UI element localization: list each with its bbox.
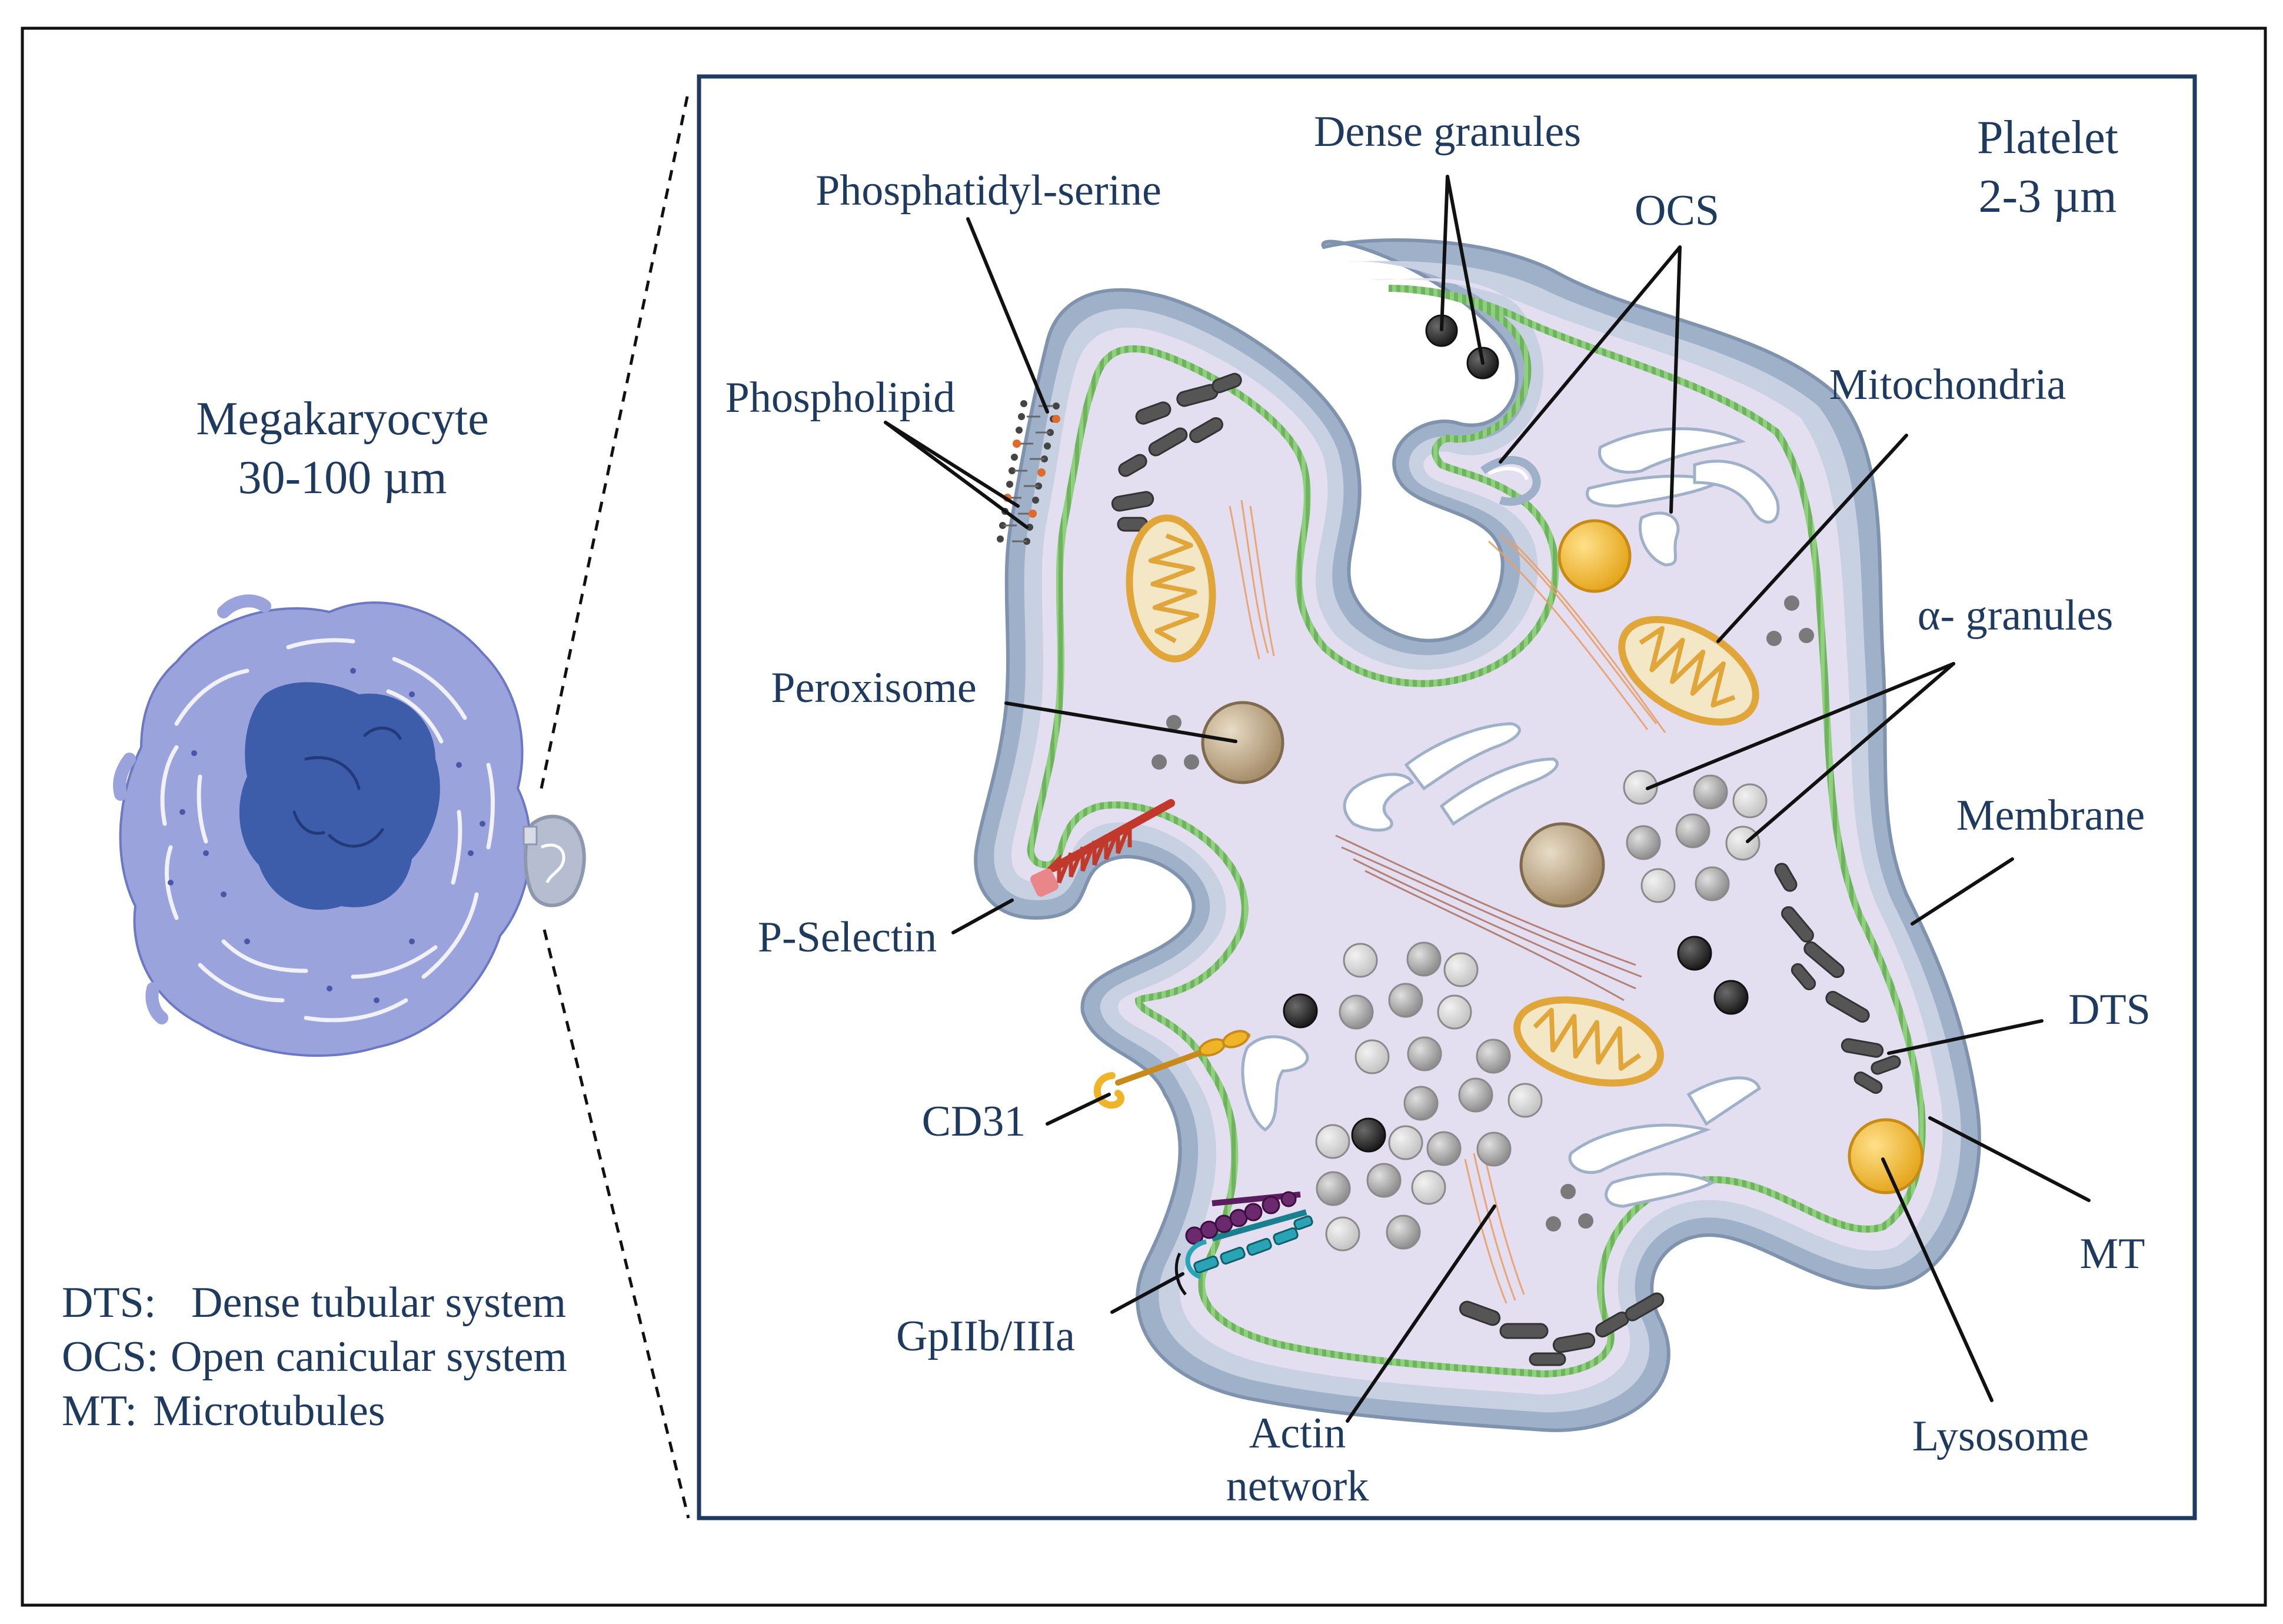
mitochondria-group — [1126, 514, 1759, 1087]
mt-label: MT — [2080, 1230, 2145, 1278]
legend-abbr-ocs: OCS: — [62, 1333, 159, 1381]
ocs-label: OCS — [1635, 187, 1719, 235]
platelet-label: Platelet — [1977, 112, 2118, 164]
zoom-line-top — [540, 91, 690, 789]
legend-text-ocs: Open canicular system — [171, 1333, 567, 1381]
legend-text-mt: Microtubules — [153, 1387, 385, 1435]
megakaryocyte-nucleus — [239, 682, 440, 910]
p-selectin-label: P-Selectin — [758, 913, 937, 961]
actin-label-line2: network — [1226, 1462, 1369, 1510]
abbreviation-legend: DTS: Dense tubular system OCS: Open cani… — [62, 1279, 567, 1435]
cd31-protein — [1093, 1030, 1250, 1109]
gpiib-iiia-label: GpIIb/IIIa — [896, 1312, 1075, 1360]
megakaryocyte-cell — [113, 594, 532, 1057]
peroxisome-label: Peroxisome — [771, 664, 976, 712]
p-selectin-protein — [1030, 799, 1175, 897]
gpiib-iiia-protein — [1174, 1191, 1313, 1296]
dense-granules-label: Dense granules — [1314, 108, 1581, 156]
dts-label: DTS — [2068, 986, 2151, 1034]
mitochondria-label: Mitochondria — [1829, 361, 2066, 409]
phospholipid-label: Phospholipid — [725, 374, 956, 422]
alpha-granules-label: α- granules — [1918, 591, 2114, 640]
actin-label-line1: Actin — [1249, 1409, 1346, 1457]
leader-lines — [884, 175, 2091, 1423]
platelet-cell — [974, 238, 1981, 1432]
platelet-box — [697, 74, 2197, 1520]
lysosome-label: Lysosome — [1912, 1412, 2089, 1460]
membrane-label: Membrane — [1956, 791, 2145, 840]
cd31-label: CD31 — [922, 1097, 1026, 1146]
phosphatidyl-serine-label: Phosphatidyl-serine — [816, 167, 1162, 215]
megakaryocyte-size-label: 30-100 µm — [238, 452, 447, 504]
small-platelet — [523, 814, 586, 907]
legend-text-dts: Dense tubular system — [191, 1279, 566, 1327]
outer-frame — [21, 26, 2267, 1607]
legend-abbr-mt: MT: — [62, 1387, 137, 1435]
megakaryocyte-label: Megakaryocyte — [196, 393, 489, 445]
legend-abbr-dts: DTS: — [62, 1279, 156, 1327]
alpha-granules-group — [1315, 770, 1768, 1252]
zoom-line-bottom — [543, 929, 690, 1519]
platelet-size-label: 2-3 µm — [1979, 171, 2117, 222]
